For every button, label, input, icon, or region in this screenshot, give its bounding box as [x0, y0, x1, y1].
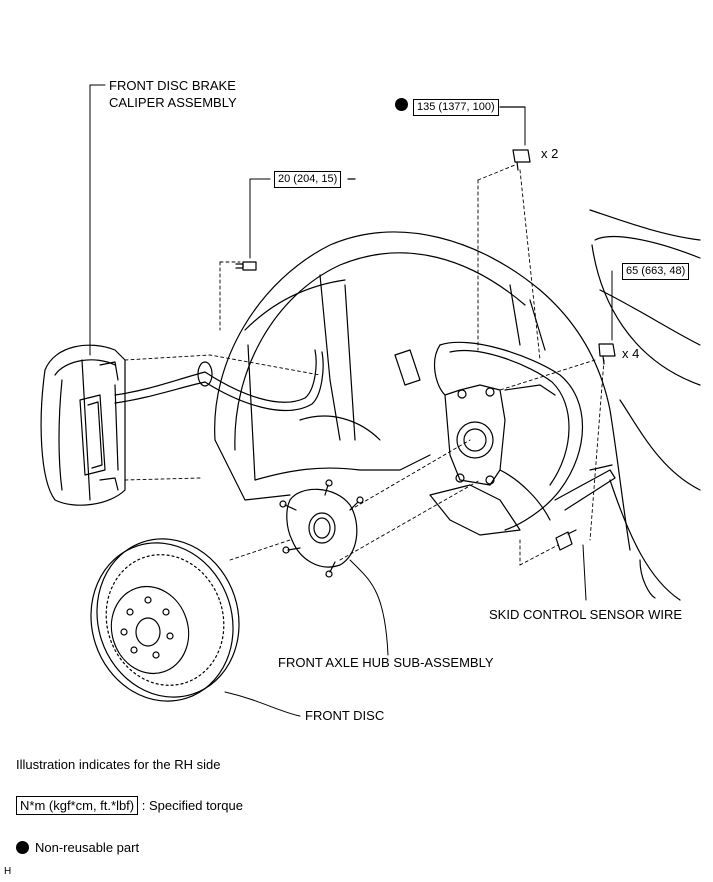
rh-side-note: Illustration indicates for the RH side: [16, 757, 221, 772]
knuckle-bolt-qty: x 2: [541, 146, 559, 161]
front-axle-hub: [279, 479, 364, 578]
sensor-wire-connector: [555, 529, 577, 551]
disc-label: FRONT DISC: [305, 708, 385, 723]
torque-legend-text: : Specified torque: [141, 798, 243, 813]
brake-caliper: [40, 344, 126, 506]
corner-code: H: [4, 866, 12, 877]
brake-hose: [114, 349, 324, 412]
caliper-bolt: [235, 261, 257, 271]
torque-legend-box: N*m (kgf*cm, ft.*lbf): [16, 796, 139, 815]
hub-bolt: [598, 343, 616, 365]
nonreusable-legend-text: Non-reusable part: [35, 840, 140, 855]
caliper-label-line1: FRONT DISC BRAKE: [109, 78, 236, 93]
nonreusable-legend: Non-reusable part: [16, 840, 139, 855]
skid-sensor-label: SKID CONTROL SENSOR WIRE: [489, 607, 683, 622]
assembly-guide-lines: [124, 164, 605, 566]
caliper-label-line2: CALIPER ASSEMBLY: [109, 95, 237, 110]
torque-legend: N*m (kgf*cm, ft.*lbf) : Specified torque: [16, 796, 243, 815]
hub-bolt-torque: 65 (663, 48): [622, 263, 690, 280]
hub-label: FRONT AXLE HUB SUB-ASSEMBLY: [278, 655, 494, 670]
knuckle-bolt-torque: 135 (1377, 100): [413, 99, 499, 116]
caliper-label: FRONT DISC BRAKE CALIPER ASSEMBLY: [109, 77, 237, 111]
caliper-bolt-torque: 20 (204, 15): [274, 171, 342, 188]
steering-knuckle: [429, 341, 616, 536]
torque-connectors: [347, 106, 526, 180]
hub-bolt-qty: x 4: [622, 346, 640, 361]
front-disc-rotor: [90, 538, 240, 702]
nonreusable-dot-icon: [16, 841, 29, 854]
wheel-arch: [214, 231, 631, 551]
leader-lines: [89, 84, 613, 717]
nonreusable-marker: [395, 98, 408, 111]
knuckle-bolt: [512, 149, 531, 171]
